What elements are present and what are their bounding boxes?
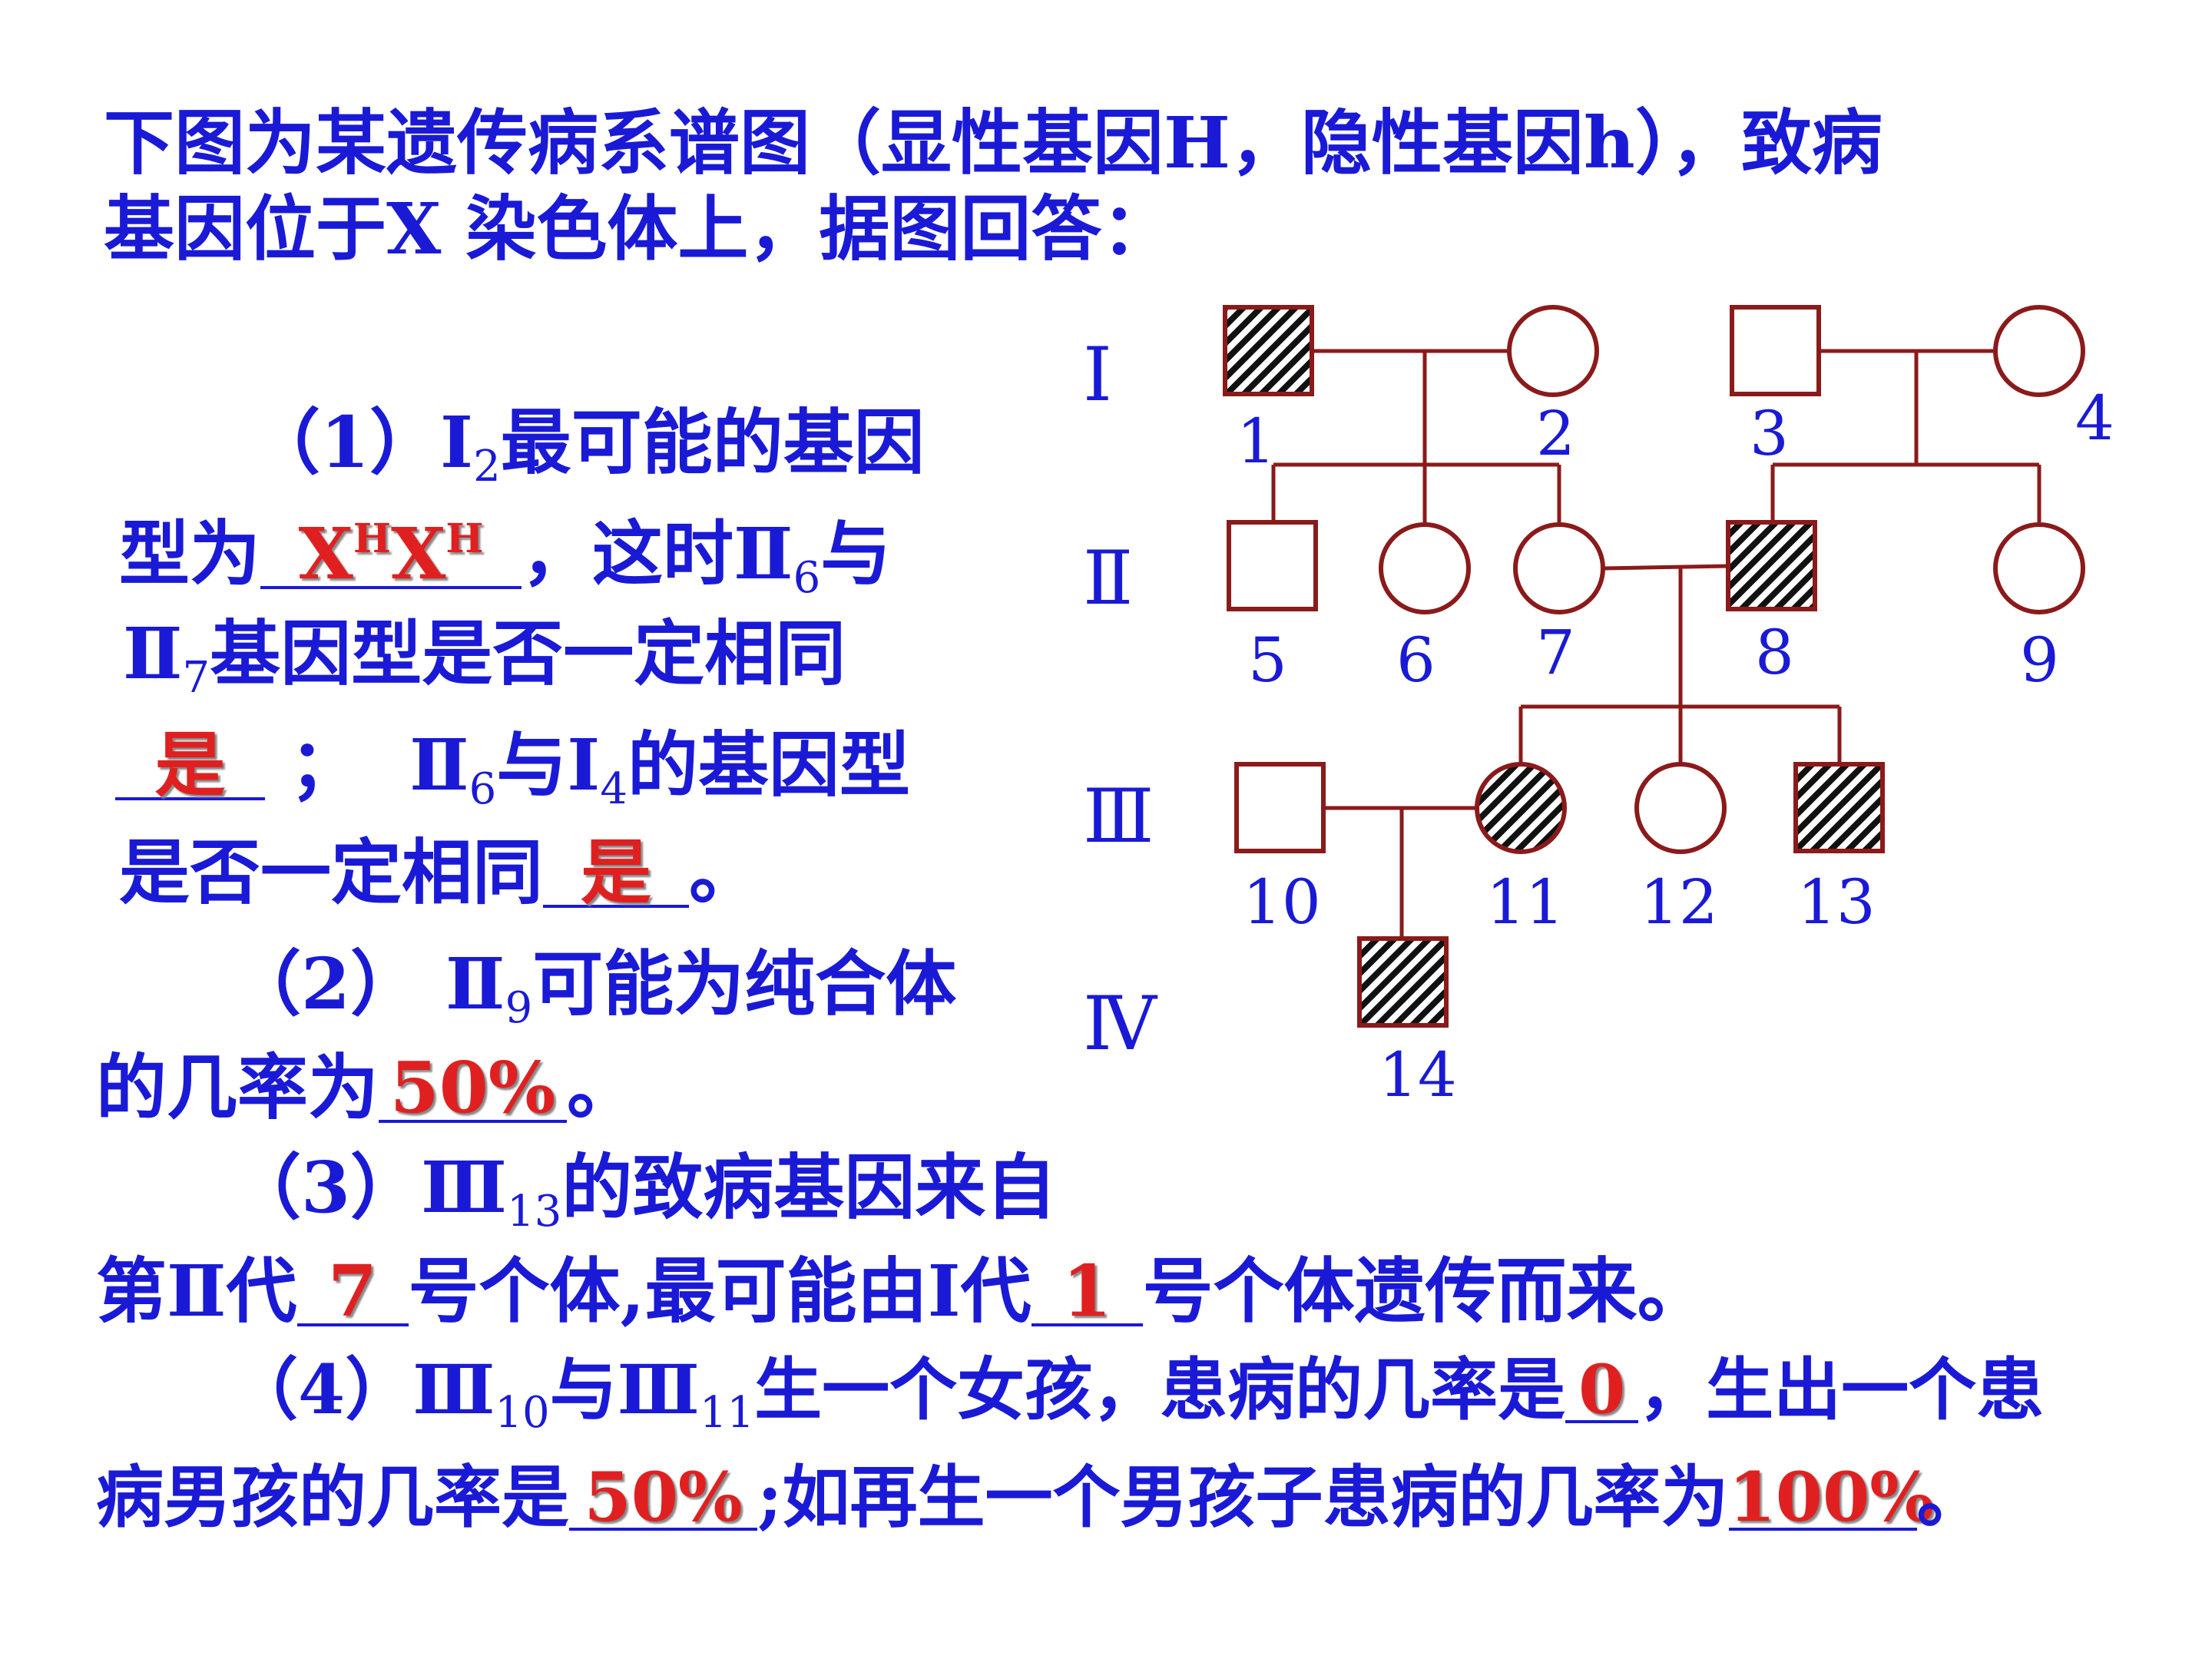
q4-l1-mid: 与Ⅲ [549,1349,700,1429]
q1-line-3: Ⅱ7基因型是否一定相同 [123,618,846,700]
q1-line-4: 是 ； Ⅱ6与Ⅰ4的基因型 [115,730,910,811]
individual-number-1: 1 [1237,406,1276,477]
q4-l2-post: 。 [1916,1457,1985,1537]
q1-l4-mid2: 与Ⅰ [496,724,601,806]
individual-number-14: 14 [1379,1039,1457,1111]
intro-line-2: 基因位于X 染色体上，据图回答： [104,187,1173,270]
q1-l4-mid: ； Ⅱ [265,724,469,806]
q4-l1-sub1: 10 [495,1388,550,1438]
q4-l1-post: ，生出一个患 [1638,1349,2045,1429]
q2-l2-post: 。 [567,1046,638,1129]
intro-line-1: 下图为某遗传病系谱图（显性基因H，隐性基因h），致病 [104,101,1883,184]
q1-l4-post: 的基因型 [627,724,910,806]
q1-l1-sub: 2 [473,442,501,492]
q1-l4-sub: 6 [469,764,497,814]
q1-l2-end: 与 [820,512,892,595]
generation-label-4: Ⅳ [1083,981,1157,1067]
q4-l2-mid: ;如再生一个男孩子患病的几率为 [757,1457,1729,1537]
generation-label-1: Ⅰ [1083,332,1112,418]
individual-9-female [1993,522,2085,614]
q3-answer-2: 1 [1031,1256,1143,1326]
q1-line-1: （1）Ⅰ2最可能的基因 [250,407,925,488]
generation-label-3: Ⅲ [1083,773,1154,859]
individual-number-6: 6 [1396,624,1435,696]
q4-l1-mid2: 生一个女孩，患病的几率是 [754,1349,1566,1429]
q1-answer-3: 是 [543,837,690,908]
q1-l1-pre: （1）Ⅰ [250,401,474,484]
q3-l2-post: 号个体遗传而来。 [1142,1250,1708,1333]
q1-l3-post: 基因型是否一定相同 [210,612,846,695]
individual-11-affected-female [1475,762,1567,854]
q4-answer-2: 50% [569,1463,758,1532]
q1-l3-pre: Ⅱ [123,612,183,695]
individual-12-female [1634,762,1727,854]
q3-l1-post: 的致病基因来自 [561,1146,1057,1229]
q1-l3-sub: 7 [182,653,210,703]
q4-l1-sub2: 11 [699,1388,755,1438]
q4-l2-pre: 病男孩的几率是 [96,1457,570,1537]
q1-answer-genotype: XHXH [260,518,522,589]
individual-number-10: 10 [1243,866,1321,938]
q3-l1-sub: 13 [507,1187,562,1237]
q1-l4-sub2: 4 [600,764,628,814]
individual-2-female [1507,305,1599,397]
q3-l2-mid: 号个体,最可能由Ⅰ代 [408,1250,1031,1333]
individual-13-affected-male [1793,762,1885,853]
individual-5-male [1227,520,1318,611]
individual-number-12: 12 [1640,866,1718,938]
individual-3-male [1730,305,1821,396]
q2-l2-pre: 的几率为 [96,1046,379,1129]
q3-l1-pre: （3）Ⅲ [230,1146,508,1229]
individual-8-affected-male [1726,520,1817,611]
q4-answer-3: 100% [1728,1457,1934,1537]
individual-number-3: 3 [1750,398,1789,469]
individual-1-affected-male [1223,305,1314,396]
individual-number-11: 11 [1486,866,1565,938]
individual-number-13: 13 [1797,866,1876,938]
q2-answer: 50% [379,1052,568,1123]
individual-number-9: 9 [2020,624,2059,696]
pedigree-lines [1271,349,2041,939]
individual-6-female [1379,522,1471,614]
q2-l1-sub: 9 [505,983,533,1033]
q4-answer-1: 0 [1565,1356,1639,1424]
q1-l2-sub: 6 [793,553,821,603]
individual-number-5: 5 [1248,624,1287,696]
individual-number-8: 8 [1755,617,1794,688]
q1-answer-2: 是 [115,730,265,800]
individual-14-affected-male [1357,936,1449,1028]
q2-l1-pre: （2） Ⅱ [230,942,505,1025]
q1-l5-post: 。 [689,831,760,914]
individual-7-female [1513,522,1605,614]
generation-label-2: Ⅱ [1083,535,1134,621]
pedigree-individuals [1223,305,2085,1028]
q2-l1-post: 可能为纯合体 [532,942,957,1025]
individual-number-2: 2 [1536,398,1575,469]
individual-number-7: 7 [1536,617,1575,688]
q1-l2-post: ，这时Ⅱ [522,512,793,595]
marriage-line-7-8 [1603,564,1729,571]
q3-line-1: （3）Ⅲ13的致病基因来自 [230,1152,1056,1233]
individual-10-male [1234,762,1326,853]
q1-l1-post: 最可能的基因 [500,401,925,484]
individual-number-4: 4 [2075,382,2114,454]
q1-line-5: 是否一定相同是。 [119,837,760,908]
q1-l5-pre: 是否一定相同 [119,831,544,914]
q4-l1-pre: （4）Ⅲ [230,1349,495,1429]
q3-answer-1: 7 [296,1256,409,1326]
q2-line-1: （2） Ⅱ9可能为纯合体 [230,949,956,1030]
individual-4-female [1993,305,2085,397]
q3-l2-pre: 第Ⅱ代 [96,1250,297,1333]
q1-l2-pre: 型为 [119,512,261,595]
